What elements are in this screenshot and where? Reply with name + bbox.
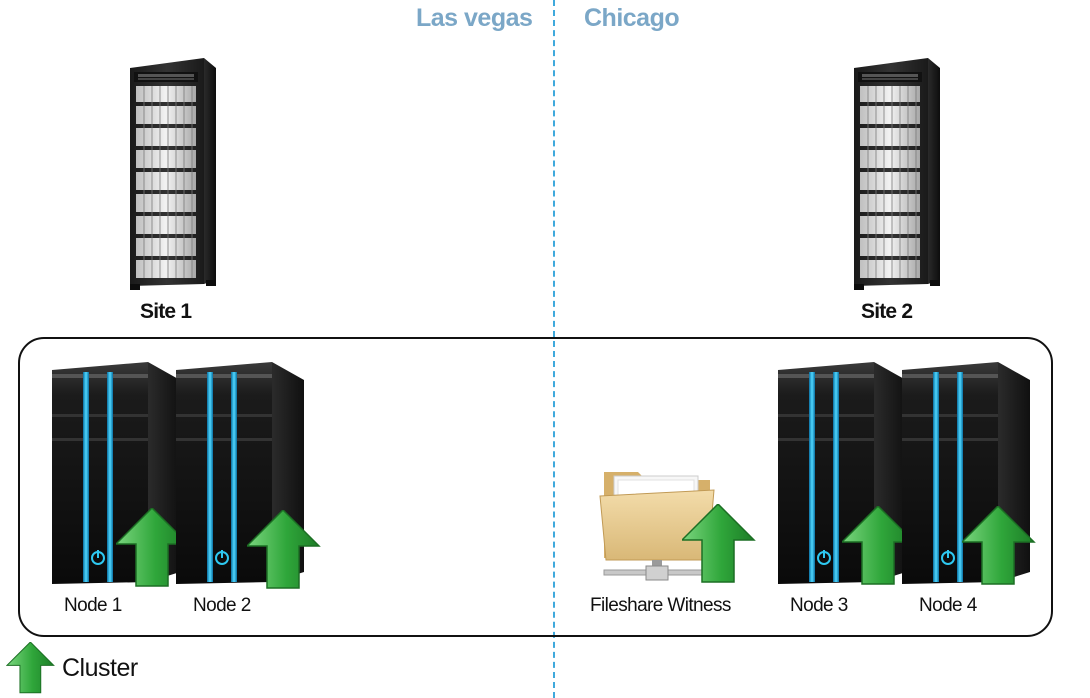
witness-label: Fileshare Witness	[590, 595, 731, 616]
node2-label: Node 2	[193, 595, 251, 616]
site-divider	[553, 0, 555, 698]
region-label-las-vegas: Las vegas	[416, 4, 533, 32]
region-label-chicago: Chicago	[584, 4, 680, 32]
site2-label: Site 2	[861, 300, 913, 323]
node4-label: Node 4	[919, 595, 977, 616]
site2-rack-icon	[853, 58, 941, 291]
node3-label: Node 3	[790, 595, 848, 616]
site1-label: Site 1	[140, 300, 192, 323]
green-up-arrow-icon	[6, 642, 55, 694]
node2-cluster-arrow-icon	[247, 510, 320, 589]
cluster-boundary	[18, 337, 1053, 637]
node4-cluster-arrow-icon	[962, 506, 1035, 585]
network-folder-icon	[599, 472, 715, 581]
witness-cluster-arrow-icon	[682, 504, 755, 583]
node1-label: Node 1	[64, 595, 122, 616]
legend-cluster-label: Cluster	[62, 654, 138, 682]
site1-rack-icon	[129, 58, 217, 291]
